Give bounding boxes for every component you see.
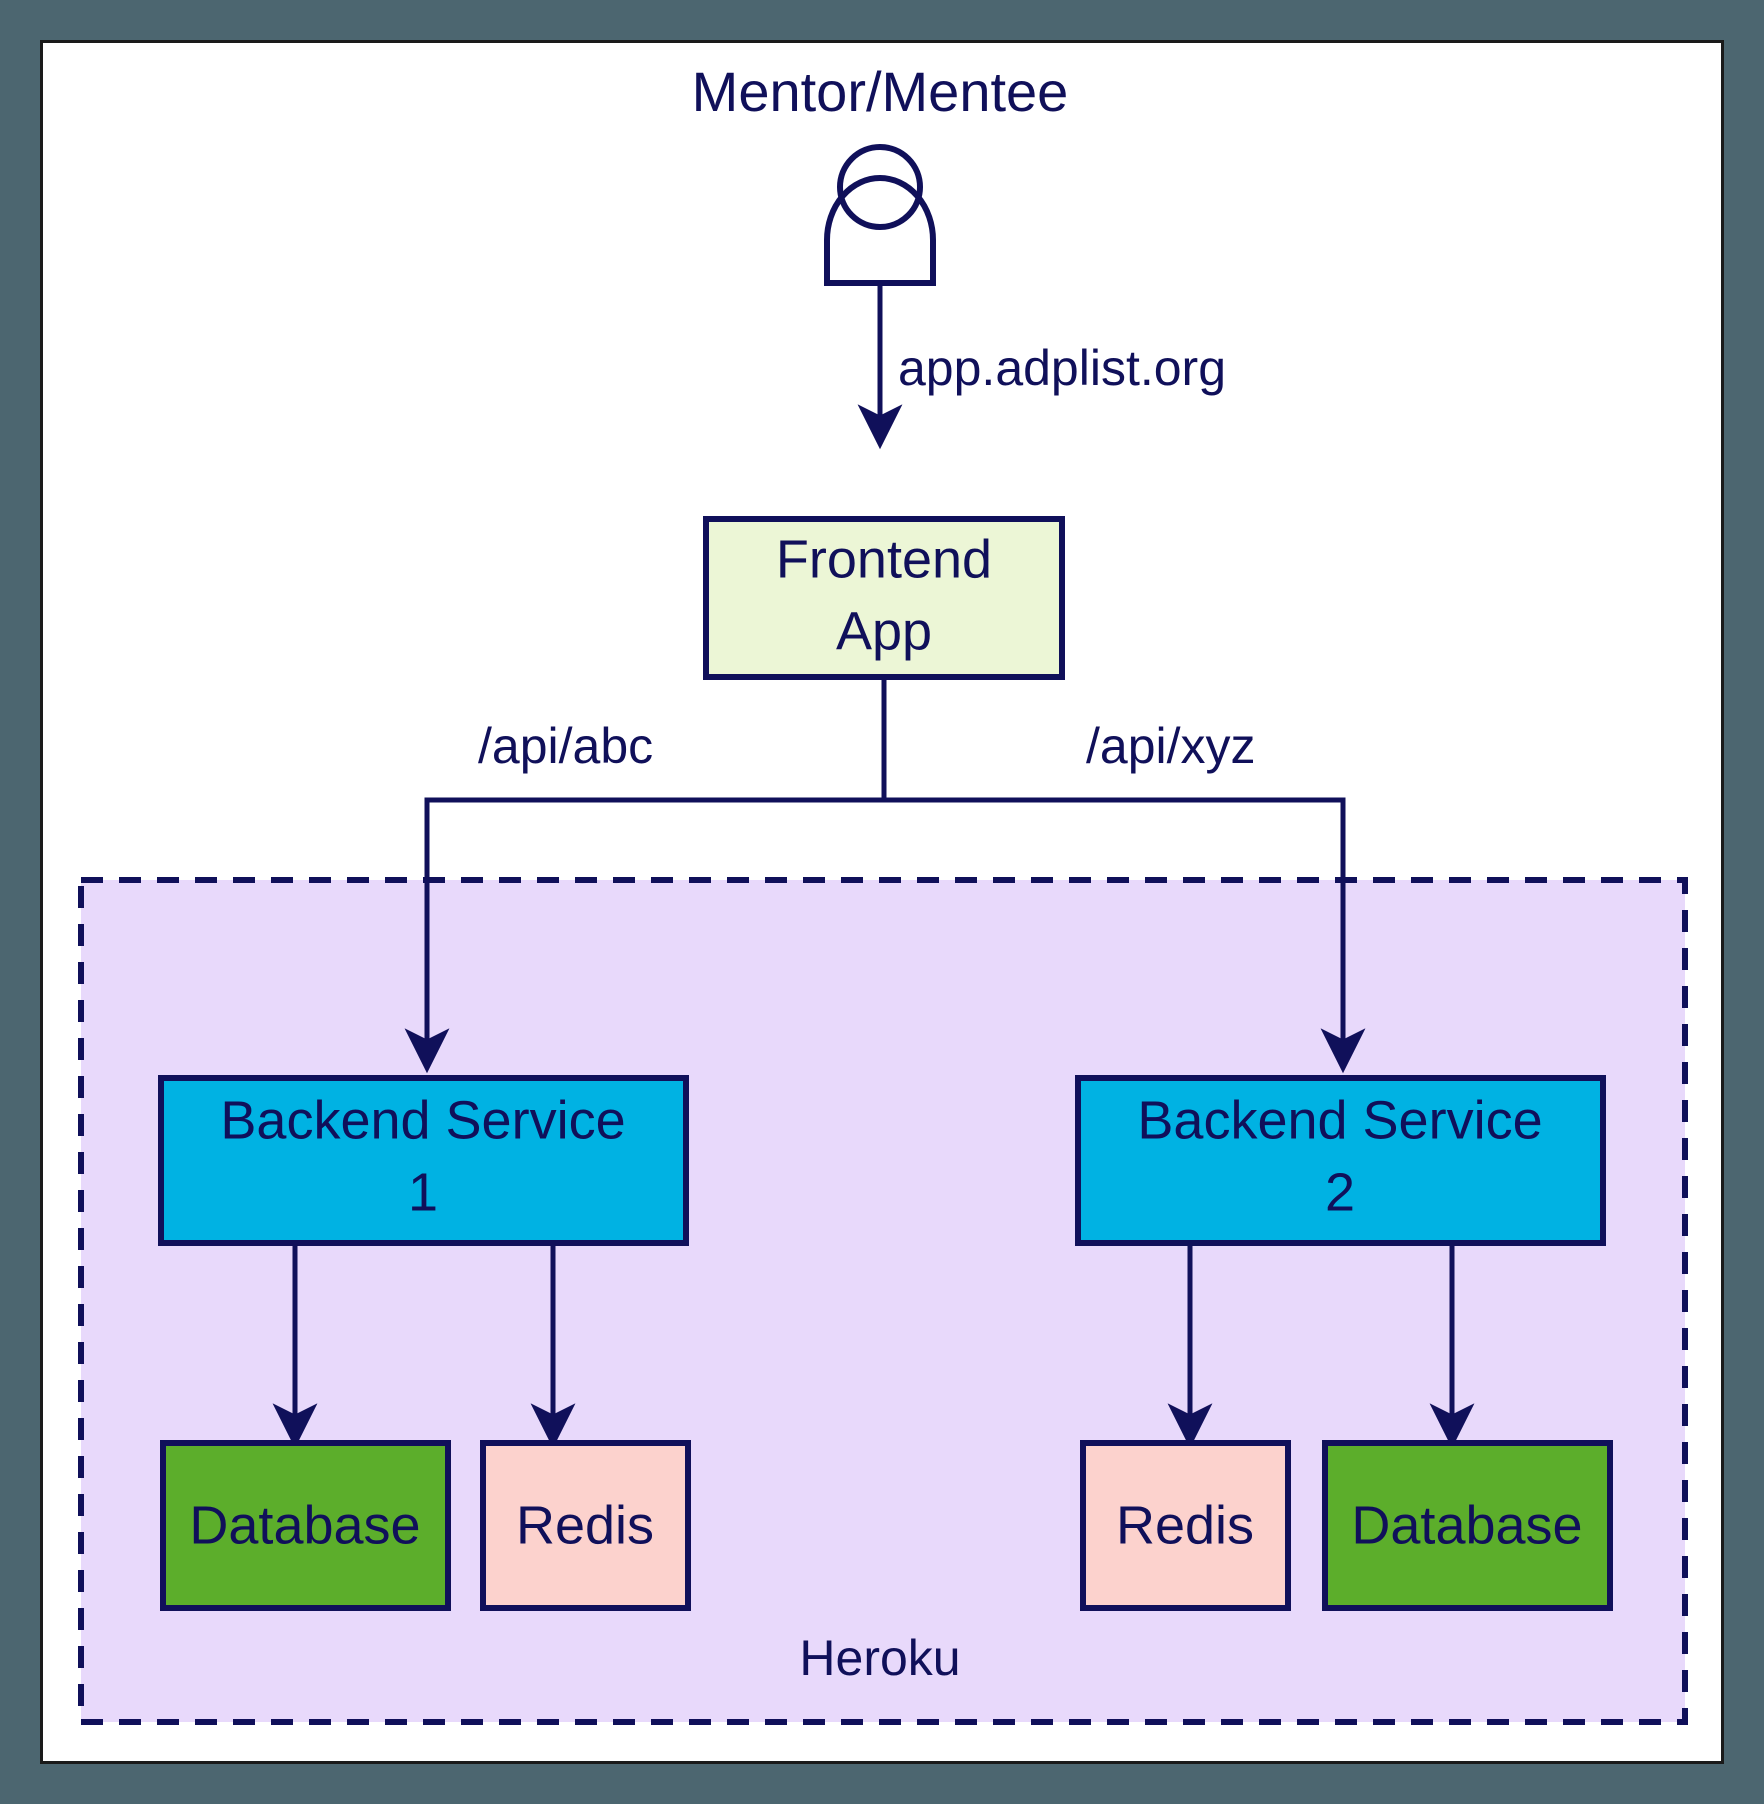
node-redis-2[interactable]	[1080, 1440, 1291, 1611]
node-backend-service-2-label-line1: Backend Service	[1137, 1090, 1542, 1150]
node-frontend-app[interactable]	[703, 516, 1065, 680]
node-database-2-label: Database	[1351, 1495, 1582, 1555]
node-backend-service-1-label-line1: Backend Service	[220, 1090, 625, 1150]
node-redis-1[interactable]	[480, 1440, 691, 1611]
person-actor-icon	[824, 144, 936, 286]
node-frontend-app-label-line1: Frontend	[776, 529, 992, 589]
edge-label-app-adplist-org: app.adplist.org	[898, 340, 1226, 396]
node-backend-service-2[interactable]	[1075, 1075, 1606, 1246]
node-database-1-label: Database	[189, 1495, 420, 1555]
edge-label-api-abc: /api/abc	[478, 718, 653, 774]
node-backend-service-1[interactable]	[158, 1075, 689, 1246]
node-backend-service-2-label-line2: 2	[1325, 1162, 1355, 1222]
node-database-2[interactable]	[1322, 1440, 1613, 1611]
node-frontend-app-label-line2: App	[836, 601, 932, 661]
node-redis-1-label: Redis	[516, 1495, 654, 1555]
node-database-1[interactable]	[160, 1440, 451, 1611]
heroku-cluster-label: Heroku	[799, 1630, 960, 1686]
edge-label-api-xyz: /api/xyz	[1086, 718, 1256, 774]
node-redis-2-label: Redis	[1116, 1495, 1254, 1555]
node-backend-service-1-label-line2: 1	[408, 1162, 438, 1222]
edge-frontend-backend2	[881, 677, 1366, 1074]
actor-label: Mentor/Mentee	[692, 60, 1069, 123]
